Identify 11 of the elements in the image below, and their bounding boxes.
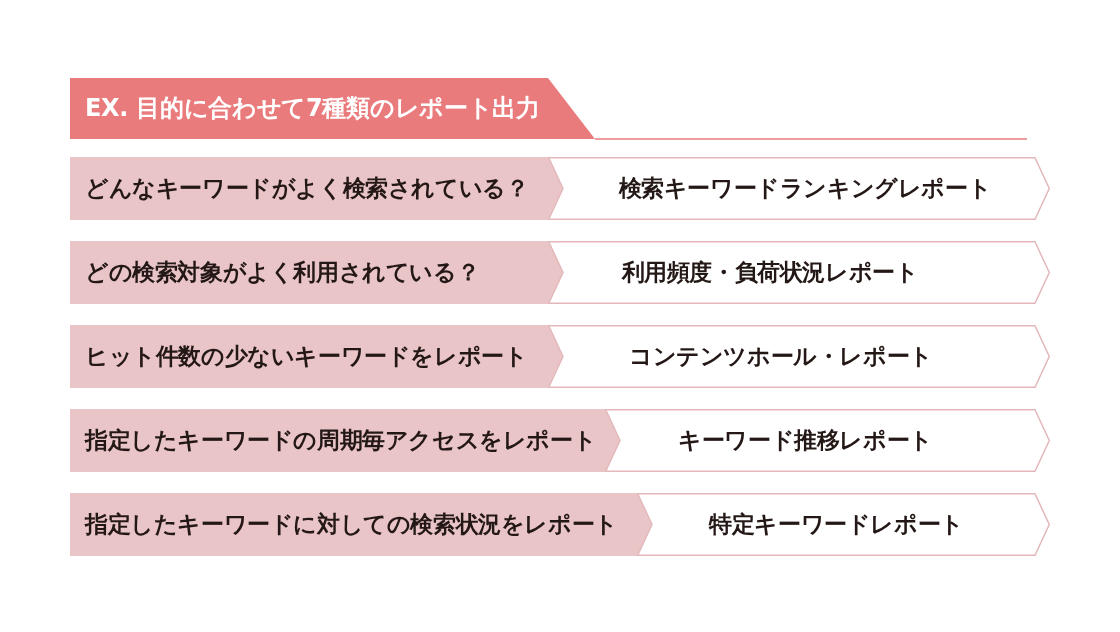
question-banner: どの検索対象がよく利用されている？	[70, 241, 563, 304]
question-banner: 指定したキーワードに対しての検索状況をレポート	[70, 493, 652, 556]
report-banner: キーワード推移レポート	[605, 409, 1050, 472]
report-banner: 特定キーワードレポート	[637, 493, 1050, 556]
report-banner: 利用頻度・負荷状況レポート	[548, 241, 1050, 304]
report-banner: コンテンツホール・レポート	[548, 325, 1050, 388]
question-banner: どんなキーワードがよく検索されている？	[70, 157, 563, 220]
question-banner: 指定したキーワードの周期毎アクセスをレポート	[70, 409, 620, 472]
question-banner: ヒット件数の少ないキーワードをレポート	[70, 325, 563, 388]
title-banner: EX. 目的に合わせて7種類のレポート出力	[70, 78, 595, 139]
report-banner: 検索キーワードランキングレポート	[548, 157, 1050, 220]
